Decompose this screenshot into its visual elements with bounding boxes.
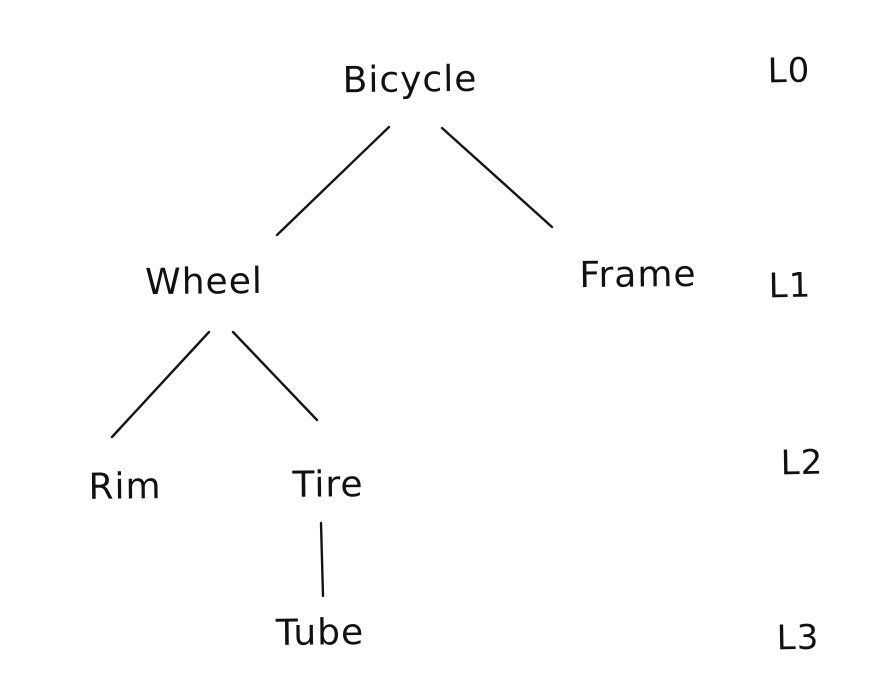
level-label-l2: L2 xyxy=(780,442,824,484)
node-label-bicycle: Bicycle xyxy=(342,58,478,102)
edge-bicycle-wheel xyxy=(275,125,391,237)
node-label-rim: Rim xyxy=(88,466,162,508)
level-label-l1: L1 xyxy=(768,265,812,307)
node-label-tube: Tube xyxy=(275,612,365,654)
node-label-tire: Tire xyxy=(292,464,364,506)
edge-wheel-tire xyxy=(231,330,319,422)
node-label-frame: Frame xyxy=(579,253,697,297)
level-label-l3: L3 xyxy=(776,617,820,659)
edge-tire-tube xyxy=(319,521,325,598)
level-label-l0: L0 xyxy=(767,50,811,92)
edge-wheel-rim xyxy=(110,330,211,439)
edge-bicycle-frame xyxy=(440,126,554,229)
node-label-wheel: Wheel xyxy=(144,260,264,304)
